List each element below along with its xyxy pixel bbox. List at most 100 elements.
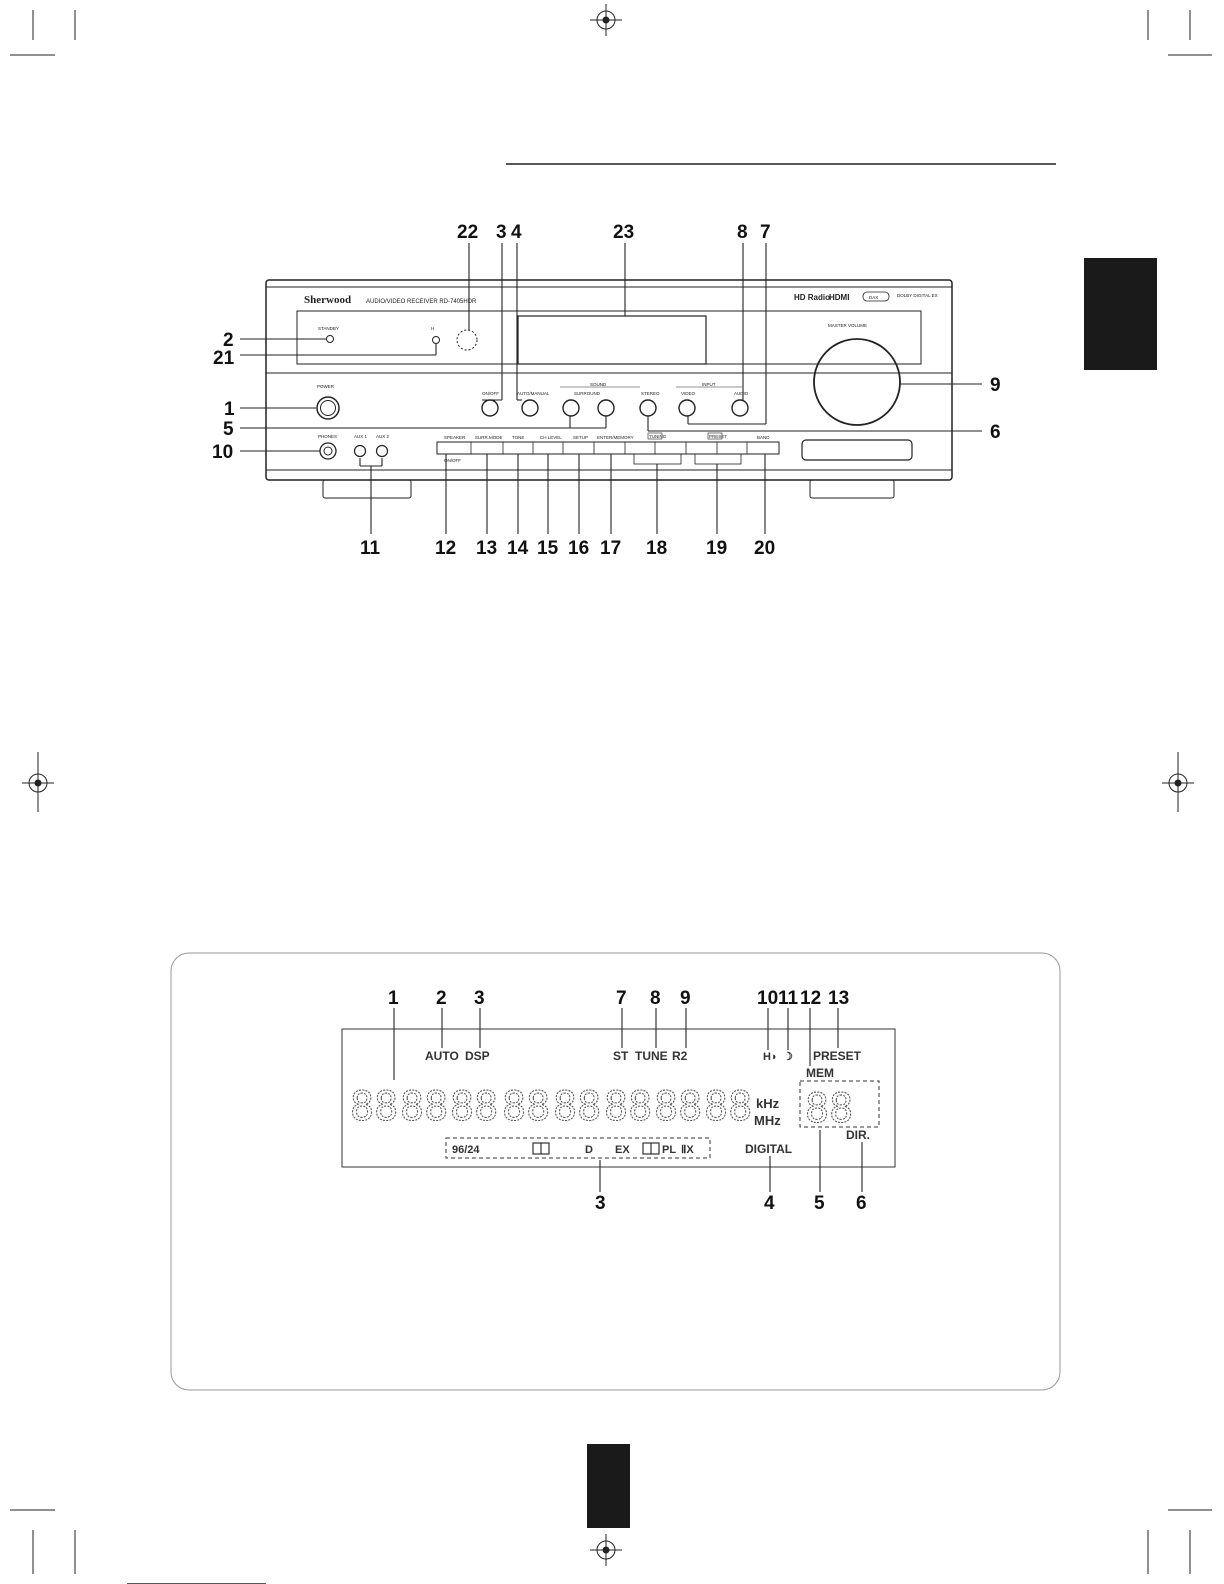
registration-mark-bottom bbox=[590, 1534, 622, 1566]
callout-15: 15 bbox=[537, 538, 559, 559]
auto-manual-button[interactable] bbox=[521, 399, 539, 417]
preset-group bbox=[694, 453, 742, 465]
phones-label: PHONES bbox=[318, 434, 337, 439]
ind-ex: EX bbox=[615, 1144, 630, 1156]
display-window bbox=[517, 315, 707, 365]
ind-st: ST bbox=[613, 1049, 629, 1063]
char-cell-7: 88 bbox=[654, 1084, 702, 1130]
display-diagram-frame bbox=[170, 952, 1061, 1391]
hd-indicator-label: H bbox=[431, 326, 434, 331]
right-foot bbox=[809, 479, 895, 499]
disp-callout-11: 11 bbox=[778, 988, 799, 1009]
band-label: BAND bbox=[757, 435, 770, 440]
callout-21: 21 bbox=[213, 348, 235, 369]
disp-callout-6: 6 bbox=[856, 1193, 867, 1214]
button-strip bbox=[436, 441, 780, 455]
ind-mhz: MHz bbox=[754, 1113, 781, 1128]
callout-1: 1 bbox=[224, 399, 235, 420]
ind-dsp: DSP bbox=[465, 1049, 490, 1063]
callout-13: 13 bbox=[476, 538, 497, 559]
audio-label: AUDIO bbox=[734, 391, 749, 396]
callout-3: 3 bbox=[496, 222, 507, 243]
audio-input-button[interactable] bbox=[731, 399, 749, 417]
video-input-button[interactable] bbox=[678, 399, 696, 417]
callout-7: 7 bbox=[760, 222, 771, 243]
registration-mark-left bbox=[22, 752, 54, 812]
master-volume-knob[interactable] bbox=[813, 338, 901, 426]
ind-digital: DIGITAL bbox=[745, 1142, 792, 1156]
surround-down-button[interactable] bbox=[562, 399, 580, 417]
char-cell-6: 88 bbox=[604, 1084, 652, 1130]
disp-callout-9: 9 bbox=[680, 988, 691, 1009]
registration-mark-right bbox=[1162, 752, 1194, 812]
ind-rate: 96/24 bbox=[452, 1144, 480, 1156]
dsp-on-off-button[interactable] bbox=[481, 399, 499, 417]
aux1-jack[interactable] bbox=[353, 444, 367, 458]
callout-4: 4 bbox=[511, 222, 522, 243]
remote-sensor bbox=[456, 329, 478, 351]
disp-callout-3: 3 bbox=[474, 988, 485, 1009]
fl-display bbox=[341, 1028, 896, 1168]
callout-6: 6 bbox=[990, 422, 1001, 443]
disp-callout-7: 7 bbox=[616, 988, 627, 1009]
ind-khz: kHz bbox=[756, 1096, 780, 1111]
input-label: INPUT bbox=[702, 382, 716, 387]
callout-8: 8 bbox=[737, 222, 748, 243]
char-cell-5: 88 bbox=[553, 1084, 601, 1130]
callout-18: 18 bbox=[646, 538, 667, 559]
hd-radio-indicator bbox=[432, 336, 440, 344]
setup-label: SETUP bbox=[573, 435, 588, 440]
callout-23: 23 bbox=[613, 222, 634, 243]
preset-label: PRESET bbox=[709, 434, 727, 439]
hd-radio-logo: HD Radio bbox=[794, 293, 830, 302]
ind-dir: DIR. bbox=[846, 1128, 870, 1142]
disp-callout-3b: 3 bbox=[595, 1193, 606, 1214]
callout-16: 16 bbox=[568, 538, 589, 559]
display-leaders bbox=[393, 1008, 863, 1192]
disp-callout-1: 1 bbox=[388, 988, 399, 1009]
surround-up-button[interactable] bbox=[597, 399, 615, 417]
disp-callout-13: 13 bbox=[828, 988, 849, 1009]
tuning-label: TUNING bbox=[649, 434, 667, 439]
rect-buttons bbox=[470, 442, 748, 454]
disp-callout-4: 4 bbox=[764, 1193, 775, 1214]
format-indicator-box bbox=[445, 1137, 711, 1159]
char-cell-3: 88 bbox=[450, 1084, 498, 1130]
stereo-button[interactable] bbox=[639, 399, 657, 417]
surround-label: SURROUND bbox=[574, 391, 601, 396]
section-tab bbox=[1084, 258, 1157, 370]
crop-marks bbox=[10, 10, 1212, 1574]
power-label: POWER bbox=[317, 384, 335, 389]
dax-logo: DAX bbox=[869, 295, 878, 300]
aux2-jack[interactable] bbox=[375, 444, 389, 458]
char-cell-1: 88 bbox=[350, 1084, 398, 1130]
tuning-group bbox=[633, 453, 682, 465]
video-label: VIDEO bbox=[681, 391, 696, 396]
on-off-sub-label: ON/OFF bbox=[444, 458, 461, 463]
ind-preset: PRESET bbox=[813, 1049, 862, 1063]
left-foot bbox=[322, 479, 412, 499]
enter-memory-label: ENTER/MEMORY bbox=[597, 435, 634, 440]
char-cell-4: 88 bbox=[502, 1084, 550, 1130]
ind-auto: AUTO bbox=[425, 1049, 459, 1063]
callout-14: 14 bbox=[507, 538, 529, 559]
char-cell-2: 88 bbox=[400, 1084, 448, 1130]
sound-label: SOUND bbox=[590, 382, 607, 387]
callout-22: 22 bbox=[457, 222, 478, 243]
preset-number-box bbox=[799, 1080, 880, 1128]
front-panel-leaders bbox=[240, 243, 982, 534]
brand-logo: Sherwood bbox=[304, 294, 351, 306]
speaker-label: SPEAKER bbox=[444, 435, 466, 440]
disp-callout-12: 12 bbox=[800, 988, 821, 1009]
char-cell-8: 88 bbox=[704, 1084, 752, 1130]
standby-label: STANDBY bbox=[318, 326, 339, 331]
on-off-label: ON/OFF bbox=[482, 391, 499, 396]
power-button[interactable] bbox=[316, 396, 340, 420]
registration-mark-top bbox=[590, 4, 622, 36]
callout-9: 9 bbox=[990, 375, 1001, 396]
disp-callout-8: 8 bbox=[650, 988, 661, 1009]
phones-jack[interactable] bbox=[319, 442, 337, 460]
ind-pl: PL bbox=[662, 1144, 676, 1156]
ch-level-label: CH LEVEL bbox=[540, 435, 562, 440]
disp-callout-2: 2 bbox=[436, 988, 447, 1009]
